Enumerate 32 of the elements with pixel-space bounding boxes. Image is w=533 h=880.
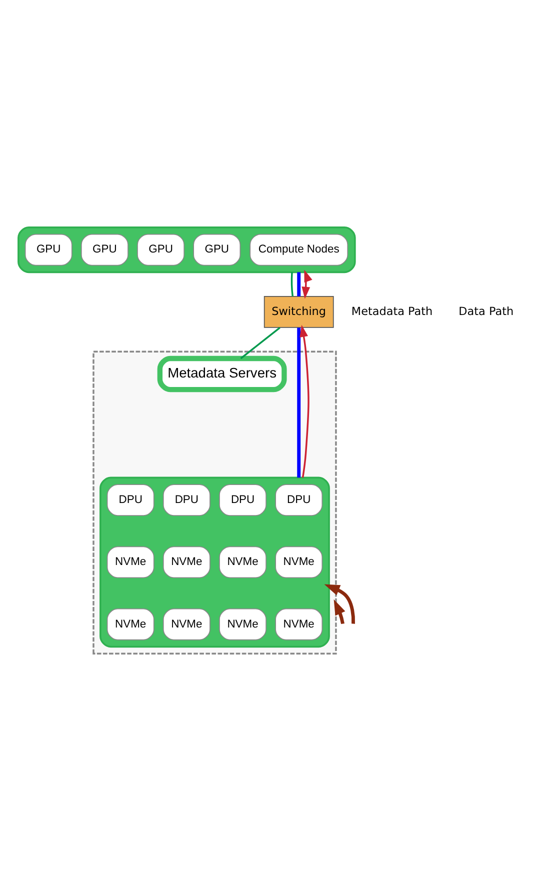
- node-box: NVMe: [219, 546, 266, 578]
- node-box: GPU: [193, 233, 241, 266]
- node-box: Switching: [264, 295, 334, 328]
- node-box: Metadata Servers: [157, 355, 287, 392]
- arrow: [300, 324, 310, 478]
- node-box: Compute Nodes: [250, 233, 348, 266]
- node-box: DPU: [275, 484, 323, 516]
- node-box: GPU: [24, 233, 72, 266]
- node-box: NVMe: [106, 608, 154, 640]
- label: Metadata Path: [351, 304, 433, 318]
- label: Data Path: [458, 304, 514, 318]
- node-box: DPU: [162, 484, 210, 516]
- node-box: DPU: [219, 484, 266, 516]
- node-box: NVMe: [162, 608, 210, 640]
- arrow: [334, 598, 346, 624]
- connector: [240, 326, 280, 359]
- cluster: [92, 350, 337, 654]
- node-box: GPU: [80, 233, 128, 266]
- node-box: NVMe: [106, 546, 154, 578]
- node-box: NVMe: [162, 546, 210, 578]
- connector: [290, 272, 294, 296]
- node-box: GPU: [137, 233, 185, 266]
- cluster: [18, 226, 356, 273]
- arrow: [324, 584, 356, 624]
- node-box: NVMe: [275, 608, 323, 640]
- node-box: NVMe: [219, 608, 266, 640]
- node-box: DPU: [106, 484, 154, 516]
- connector: [297, 272, 301, 296]
- cluster: [100, 476, 330, 648]
- connector: [297, 327, 301, 478]
- arrow: [302, 269, 312, 298]
- node-box: NVMe: [275, 546, 323, 578]
